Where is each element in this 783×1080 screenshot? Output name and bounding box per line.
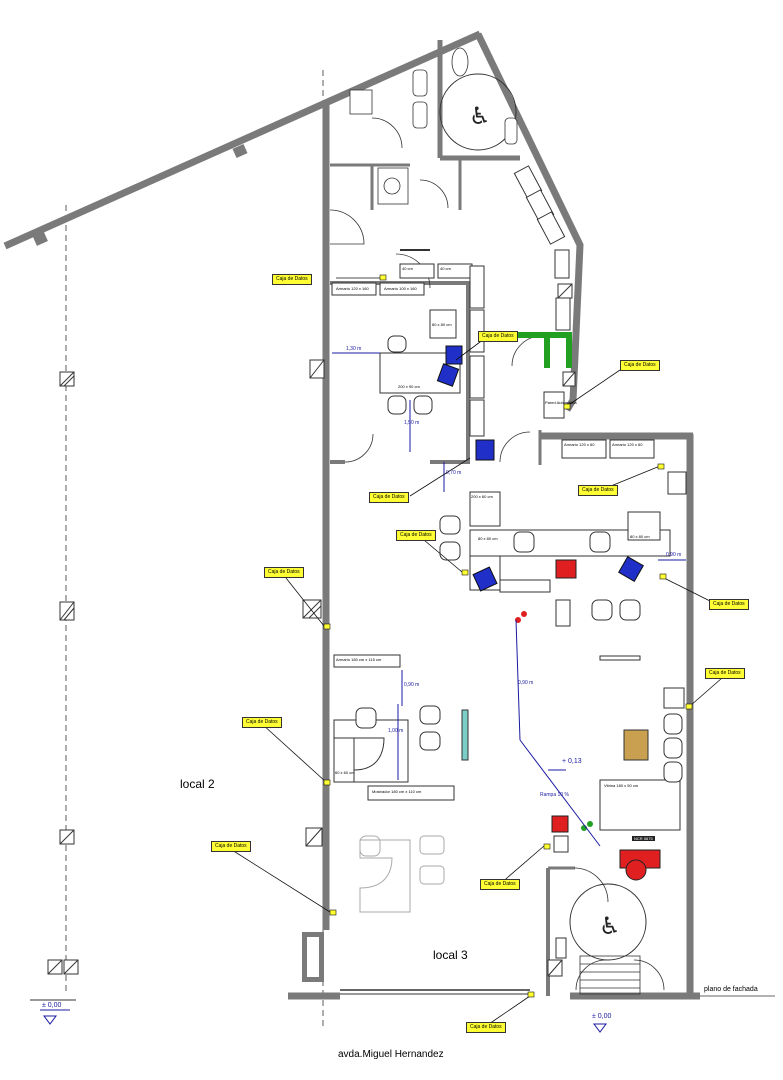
data-outlet-tag: Caja de Datos — [396, 530, 436, 541]
data-outlet-tag: Caja de Datos — [369, 492, 409, 503]
dimension-lines — [332, 352, 686, 847]
dimension-label: 0,70 m — [446, 470, 462, 476]
street-label: avda.Miguel Hernandez — [338, 1049, 444, 1060]
furniture-label: 200 x 90 cm — [398, 384, 420, 389]
furniture-label: Armario 180 cm x 115 cm — [336, 657, 382, 662]
columns-vault — [461, 599, 641, 959]
level-markers — [30, 999, 607, 1033]
right-diagonal-wall — [474, 32, 584, 412]
dimension-label: 1,50 m — [404, 420, 420, 426]
data-outlet-tag: Caja de Datos — [264, 567, 304, 578]
wheelchair-icon: ♿ — [469, 102, 491, 130]
column-icons — [47, 283, 576, 977]
data-outlet-tag: Caja de Datos — [466, 1022, 506, 1033]
furniture-label: Armario 120 x 160 — [336, 286, 369, 291]
level-left: ± 0,00 — [42, 1002, 62, 1009]
operator-chairs — [436, 345, 644, 592]
dimension-label: 1,00 m — [388, 728, 404, 734]
diagonal-wall — [3, 30, 482, 250]
dimension-label: Rampa 10 % — [540, 792, 569, 798]
room-label-local-2: local 2 — [180, 777, 215, 791]
dimension-label: 1,30 m — [346, 346, 362, 352]
furniture-label: 80 x 80 cm — [630, 534, 650, 539]
furniture-label: 200 x 60 cm — [471, 494, 493, 499]
stair — [579, 955, 641, 995]
dimension-label: 0,90 m — [666, 552, 682, 558]
data-outlet-tag: Caja de Datos — [578, 485, 618, 496]
dimension-label: 0,90 m — [518, 680, 534, 686]
accent-equipment — [514, 332, 661, 881]
furniture-label: 60 x 60 cm — [335, 770, 355, 775]
outlet-leaders — [231, 277, 723, 1027]
furniture-label: Armario 120 x 60 — [612, 442, 643, 447]
ghost-furniture — [359, 835, 445, 913]
wall-column-blocks — [32, 143, 324, 982]
facade-label: plano de fachada — [704, 986, 758, 993]
vault-turning-circle — [569, 883, 647, 961]
furniture-label: 40 cm — [402, 266, 413, 271]
data-outlet-tag: Caja de Datos — [478, 331, 518, 342]
wc-turning-circle — [439, 73, 517, 151]
dimension-label: 0,90 m — [404, 682, 420, 688]
data-outlet-tag: Caja de Datos — [620, 360, 660, 371]
furniture-label: Vitrina 180 x 50 cm — [604, 783, 639, 788]
cabinets-diagonal — [513, 165, 571, 419]
wheelchair-icon-2: ♿ — [599, 912, 621, 940]
furniture-label: 80 x 80 cm — [432, 322, 452, 327]
door-arcs — [329, 117, 665, 991]
furniture-label: 40 cm — [440, 266, 451, 271]
data-outlet-tag: Caja de Datos — [709, 599, 749, 610]
office-cabinets — [331, 263, 655, 801]
atm-label: NCR 5875 — [632, 836, 655, 841]
furniture-label: Armario 120 x 60 — [564, 442, 595, 447]
data-outlet-tag: Caja de Datos — [705, 668, 745, 679]
furniture-label: 80 x 80 cm — [478, 536, 498, 541]
chairs — [355, 335, 683, 783]
outlet-dots — [323, 274, 693, 998]
furniture-label: Pared Automatica — [545, 400, 577, 405]
desks — [333, 309, 687, 831]
level-ramp: + 0,13 — [562, 758, 582, 765]
room-label-local-3: local 3 — [433, 948, 468, 962]
furniture-label: Armario 100 x 160 — [384, 286, 417, 291]
data-outlet-tag: Caja de Datos — [211, 841, 251, 852]
data-outlet-tag: Caja de Datos — [480, 879, 520, 890]
furniture-label: Mostrador 180 cm x 110 cm — [372, 789, 422, 794]
wc-fixtures — [349, 47, 518, 205]
data-outlet-tag: Caja de Datos — [242, 717, 282, 728]
level-bottom: ± 0,00 — [592, 1013, 612, 1020]
data-outlet-tag: Caja de Datos — [272, 274, 312, 285]
